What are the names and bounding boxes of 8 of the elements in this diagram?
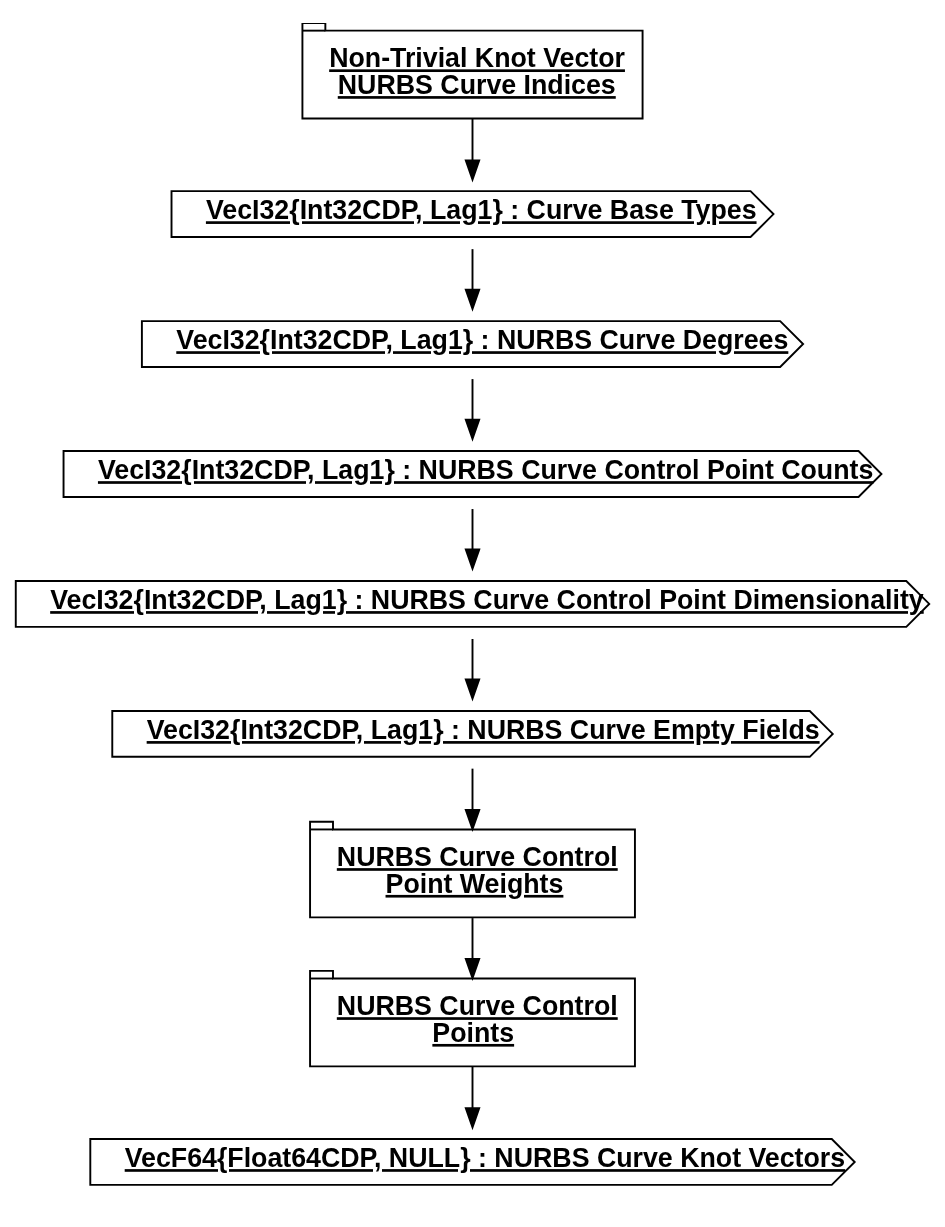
arrow	[464, 917, 481, 981]
arrow	[464, 767, 481, 833]
arrow	[464, 378, 481, 442]
arrow	[464, 117, 481, 183]
arrow	[464, 248, 481, 312]
arrow	[464, 508, 481, 572]
arrow	[464, 638, 481, 702]
arrow	[464, 1065, 481, 1131]
